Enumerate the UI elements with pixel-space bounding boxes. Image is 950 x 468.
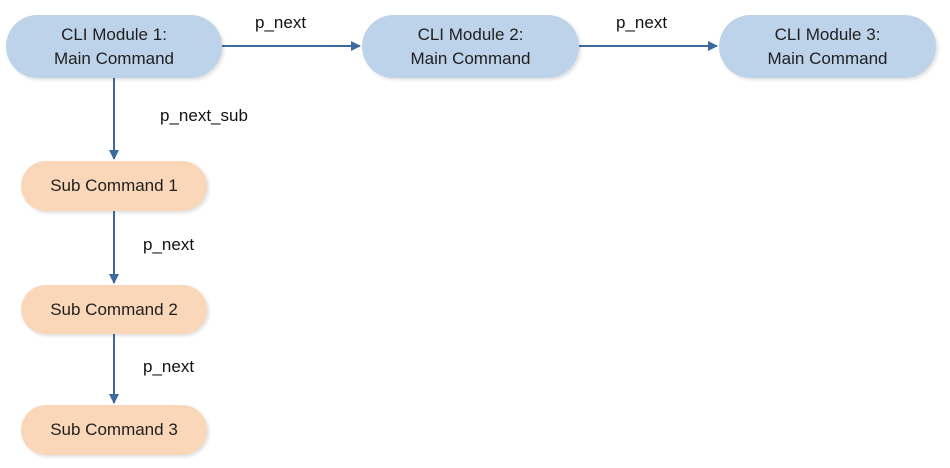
edge-label-sub2-sub3: p_next [143, 357, 195, 376]
main-command-1-subtitle: Main Command [54, 48, 174, 68]
sub-command-node-3: Sub Command 3 [21, 405, 207, 455]
main-command-2-subtitle: Main Command [410, 48, 531, 68]
main-command-node-2: CLI Module 2: Main Command [362, 15, 579, 78]
main-command-3-subtitle: Main Command [767, 48, 888, 68]
sub-command-2-label: Sub Command 2 [50, 299, 178, 319]
main-command-1-title: CLI Module 1: [61, 24, 167, 44]
main-command-node-1: CLI Module 1: Main Command [6, 15, 222, 78]
main-command-2-title: CLI Module 2: [417, 24, 524, 44]
main-command-3-title: CLI Module 3: [774, 24, 881, 44]
sub-command-1-label: Sub Command 1 [50, 176, 178, 195]
edge-label-main1-sub1: p_next_sub [160, 106, 248, 125]
main-command-node-3: CLI Module 3: Main Command [719, 15, 936, 78]
sub-command-3-label: Sub Command 3 [50, 420, 178, 439]
sub-command-node-1: Sub Command 1 [21, 161, 207, 211]
edge-label-sub1-sub2: p_next [143, 235, 195, 254]
sub-command-node-2: Sub Command 2 [21, 285, 207, 334]
edge-label-main1-main2: p_next [255, 13, 307, 32]
edge-label-main2-main3: p_next [616, 13, 668, 32]
